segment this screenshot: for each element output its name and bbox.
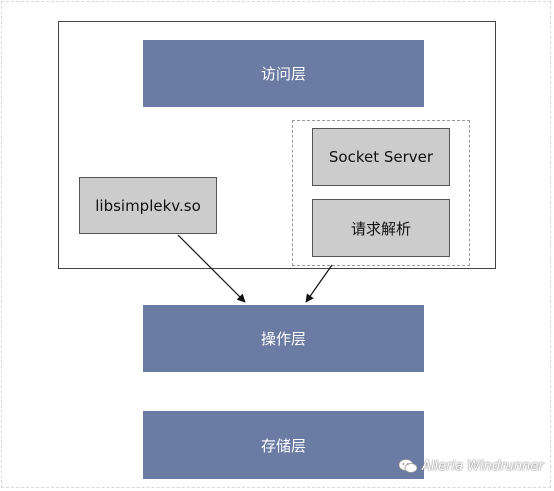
- watermark-text: Alleria Windrunner: [422, 458, 544, 474]
- watermark: Alleria Windrunner: [398, 458, 544, 474]
- operation-layer-label: 操作层: [260, 330, 306, 348]
- libsimplekv-label: libsimplekv.so: [95, 196, 201, 215]
- socket-server-box: Socket Server: [312, 128, 450, 186]
- storage-layer-label: 存储层: [260, 436, 306, 455]
- storage-layer-box: 存储层: [143, 411, 424, 479]
- request-parse-label: 请求解析: [350, 219, 411, 238]
- access-layer-box: 访问层: [143, 40, 424, 107]
- arrow-parse-to-op: [305, 264, 333, 303]
- arrow-lib-to-op: [177, 234, 246, 303]
- access-layer-label: 访问层: [260, 65, 306, 83]
- request-parse-box: 请求解析: [312, 199, 450, 257]
- wechat-icon: [398, 459, 418, 473]
- socket-group: [292, 120, 470, 266]
- socket-server-label: Socket Server: [328, 148, 434, 166]
- libsimplekv-box: libsimplekv.so: [79, 177, 217, 234]
- operation-layer-box: 操作层: [143, 305, 424, 372]
